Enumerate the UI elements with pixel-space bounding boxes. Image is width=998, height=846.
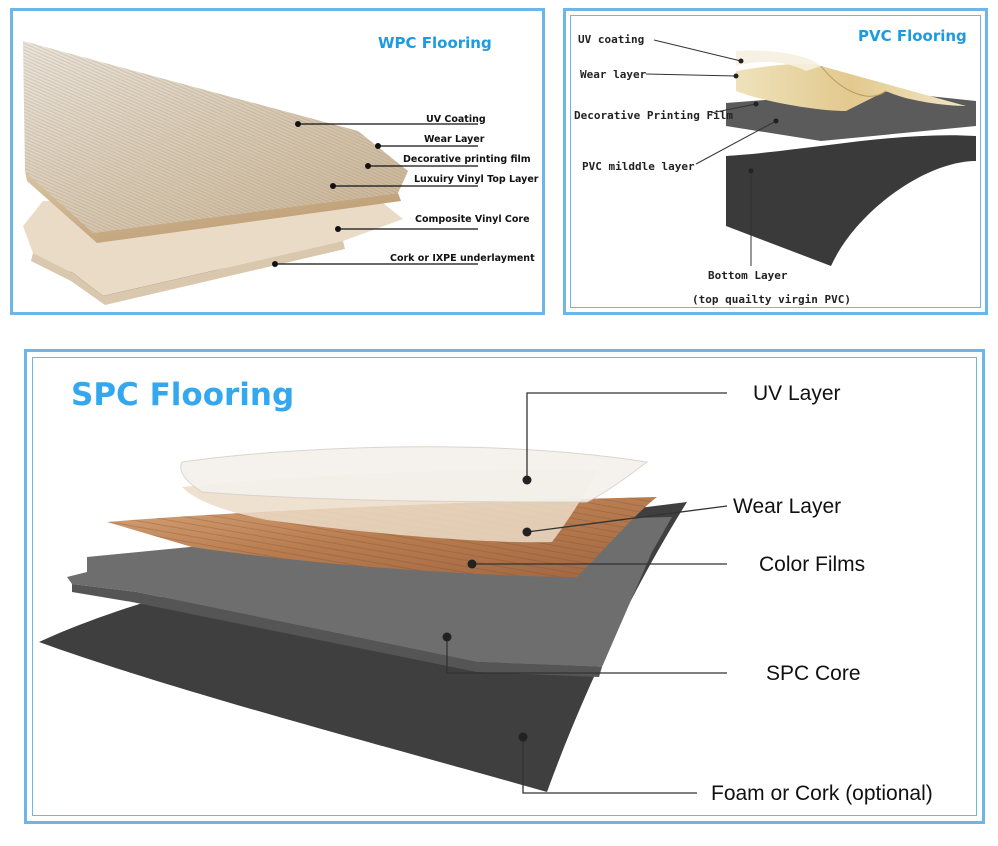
pvc-diagram: PVC Flooring UV coating Wear layer Decor… — [574, 27, 976, 306]
pvc-label-wear-layer: Wear layer — [580, 68, 647, 81]
wpc-label-composite-core: Composite Vinyl Core — [415, 214, 530, 225]
wpc-title: WPC Flooring — [378, 34, 492, 52]
spc-label-spc-core: SPC Core — [766, 662, 861, 685]
spc-label-color-films: Color Films — [759, 553, 865, 576]
spc-inner-frame — [32, 357, 977, 816]
spc-label-wear-layer: Wear Layer — [733, 495, 841, 518]
pvc-label-uv-coating: UV coating — [578, 33, 644, 46]
pvc-inner-frame — [570, 15, 981, 308]
spc-panel: SPC Flooring UV Layer Wear Layer Color F… — [24, 349, 985, 824]
spc-uv-shape — [180, 446, 649, 503]
wpc-label-wear-layer: Wear Layer — [424, 134, 485, 145]
pvc-label-decorative-film: Decorative Printing Film — [574, 109, 733, 122]
pvc-film-shape — [736, 63, 966, 111]
pvc-title: PVC Flooring — [858, 27, 967, 45]
spc-diagram: SPC Flooring UV Layer Wear Layer Color F… — [39, 377, 933, 805]
wpc-label-uv-coating: UV Coating — [426, 114, 486, 125]
pvc-label-bottom-layer: Bottom Layer — [708, 269, 788, 282]
wpc-label-luxury-top: Luxuiry Vinyl Top Layer — [414, 174, 539, 185]
wpc-diagram: WPC Flooring UV Coating Wear Layer Decor… — [23, 34, 539, 305]
wpc-panel: WPC Flooring UV Coating Wear Layer Decor… — [10, 8, 545, 315]
spc-label-foam: Foam or Cork (optional) — [711, 782, 933, 805]
wpc-label-decorative-film: Decorative printing film — [403, 154, 531, 165]
spc-title: SPC Flooring — [71, 377, 294, 413]
spc-label-uv-layer: UV Layer — [753, 382, 841, 405]
pvc-panel: PVC Flooring UV coating Wear layer Decor… — [563, 8, 988, 315]
wpc-label-underlayment: Cork or IXPE underlayment — [390, 253, 535, 264]
pvc-bottom-shape — [726, 135, 976, 266]
pvc-label-bottom-note: (top quailty virgin PVC) — [692, 293, 851, 306]
pvc-label-middle-layer: PVC milddle layer — [582, 160, 695, 173]
